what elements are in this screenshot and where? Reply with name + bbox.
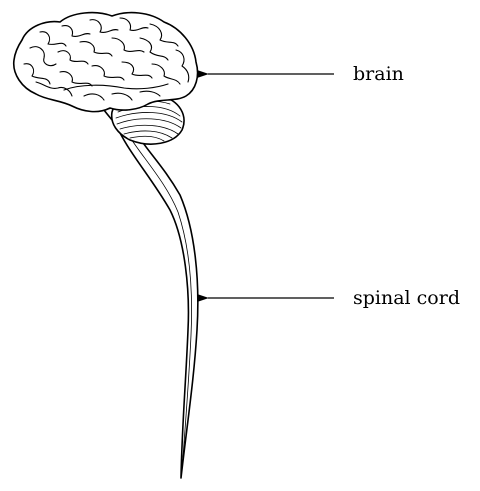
spinal-cord-label: spinal cord <box>353 287 460 309</box>
cerebrum <box>14 13 198 112</box>
brain-label: brain <box>353 63 404 85</box>
spinal-cord <box>114 120 198 478</box>
